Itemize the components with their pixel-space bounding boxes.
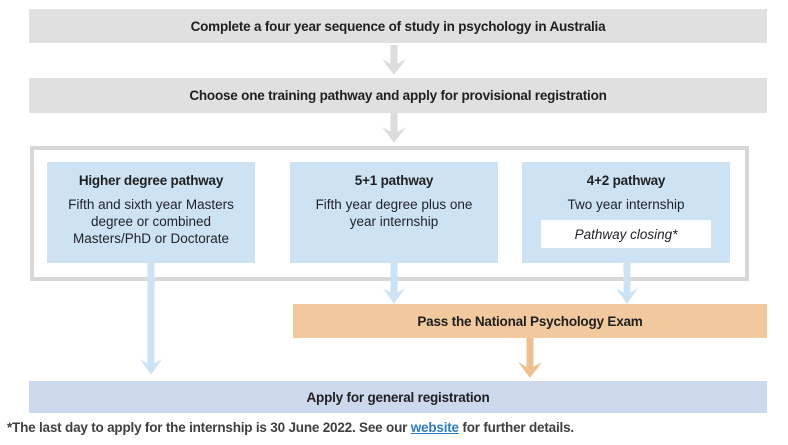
down-arrow-icon	[140, 263, 162, 375]
pathway-card-higher-degree: Higher degree pathway Fifth and sixth ye…	[47, 162, 255, 263]
down-arrow-icon	[616, 263, 638, 304]
down-arrow-icon	[382, 113, 406, 143]
pathway-title: 5+1 pathway	[354, 173, 434, 188]
website-link[interactable]: website	[410, 420, 459, 435]
down-arrow-icon	[518, 338, 542, 378]
general-registration-label: Apply for general registration	[306, 389, 490, 405]
step-box-four-year-study-label: Complete a four year sequence of study i…	[190, 18, 606, 34]
footnote-text-before: *The last day to apply for the internshi…	[7, 420, 411, 435]
pathway-closing-note: Pathway closing*	[541, 220, 711, 248]
step-box-choose-pathway: Choose one training pathway and apply fo…	[29, 78, 767, 113]
pathway-description: Two year internship	[567, 197, 685, 212]
pathway-title: 4+2 pathway	[586, 173, 666, 188]
pathway-title: Higher degree pathway	[78, 173, 224, 188]
footnote: *The last day to apply for the internshi…	[7, 420, 781, 435]
pathway-description: Fifth and sixth year Masters degree or c…	[68, 197, 234, 246]
down-arrow-icon	[383, 263, 405, 304]
exam-box: Pass the National Psychology Exam	[293, 304, 767, 338]
step-box-four-year-study: Complete a four year sequence of study i…	[29, 9, 767, 43]
down-arrow-icon	[382, 45, 406, 75]
pathway-card-5plus1: 5+1 pathway Fifth year degree plus one y…	[290, 162, 498, 263]
exam-box-label: Pass the National Psychology Exam	[417, 313, 643, 329]
pathway-closing-note-label: Pathway closing*	[574, 226, 678, 242]
general-registration-box: Apply for general registration	[29, 381, 767, 413]
footnote-text-after: for further details.	[458, 420, 574, 435]
pathway-description: Fifth year degree plus one year internsh…	[315, 197, 473, 229]
step-box-choose-pathway-label: Choose one training pathway and apply fo…	[189, 88, 607, 103]
